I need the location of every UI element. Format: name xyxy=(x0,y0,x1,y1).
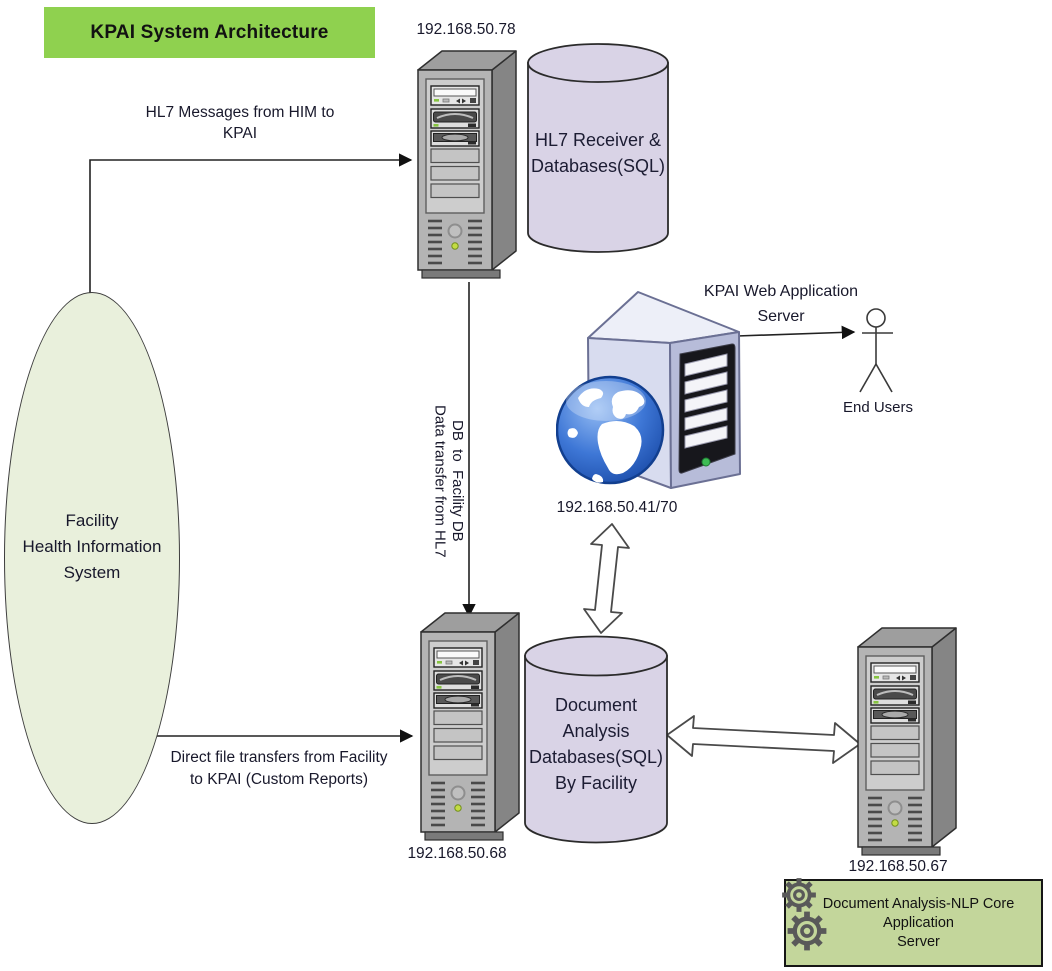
facility-server-ip: 192.168.50.68 xyxy=(407,845,507,862)
diagram-title-box: KPAI System Architecture xyxy=(44,7,375,58)
web-server-ip: 192.168.50.41/70 xyxy=(556,499,678,516)
hl7-server-tower-icon xyxy=(413,48,520,283)
hl7-messages-arrow xyxy=(89,153,413,293)
hl7-database-cylinder-icon xyxy=(527,43,669,253)
nlp-box-label-line: Document Analysis-NLP Core xyxy=(822,895,1015,912)
nlp-server-ip: 192.168.50.67 xyxy=(848,858,948,875)
web-server-label: KPAI Web Application Server xyxy=(703,283,859,325)
gear-icon xyxy=(784,908,830,954)
doc-db-label: Document Analysis Databases(SQL) By Faci… xyxy=(528,695,664,793)
facility-server-tower-icon xyxy=(416,610,523,845)
nlp-server-tower-icon xyxy=(853,625,960,860)
direct-file-label: Direct file transfers from Facility to K… xyxy=(170,749,388,788)
nlp-box-label-line: Server xyxy=(897,933,940,950)
end-users-label: End Users xyxy=(842,399,914,416)
nlp-box-label-line: Application xyxy=(883,914,954,931)
web-db-double-arrow xyxy=(583,523,630,634)
nlp-core-box: Document Analysis-NLP Core Application S… xyxy=(784,879,1043,967)
facility-his-label-line: Health Information xyxy=(22,537,162,556)
hl7-db-label: HL7 Receiver & Databases(SQL) xyxy=(530,130,666,176)
facility-his-label-line: System xyxy=(63,563,121,582)
facility-his-label-line: Facility xyxy=(65,511,119,530)
stick-figure-icon xyxy=(859,308,893,393)
page-title: KPAI System Architecture xyxy=(90,21,329,43)
hl7-messages-label: HL7 Messages from HIM to KPAI xyxy=(145,104,335,142)
web-to-users-arrow xyxy=(736,325,856,340)
doc-database-cylinder-icon xyxy=(524,635,668,844)
db-nlp-double-arrow xyxy=(666,715,861,764)
data-transfer-label: Data transfer from HL7 DB to Facility DB xyxy=(431,404,467,558)
facility-his-node: Facility Health Information System xyxy=(4,292,180,824)
hl7-server-ip: 192.168.50.78 xyxy=(416,21,516,38)
